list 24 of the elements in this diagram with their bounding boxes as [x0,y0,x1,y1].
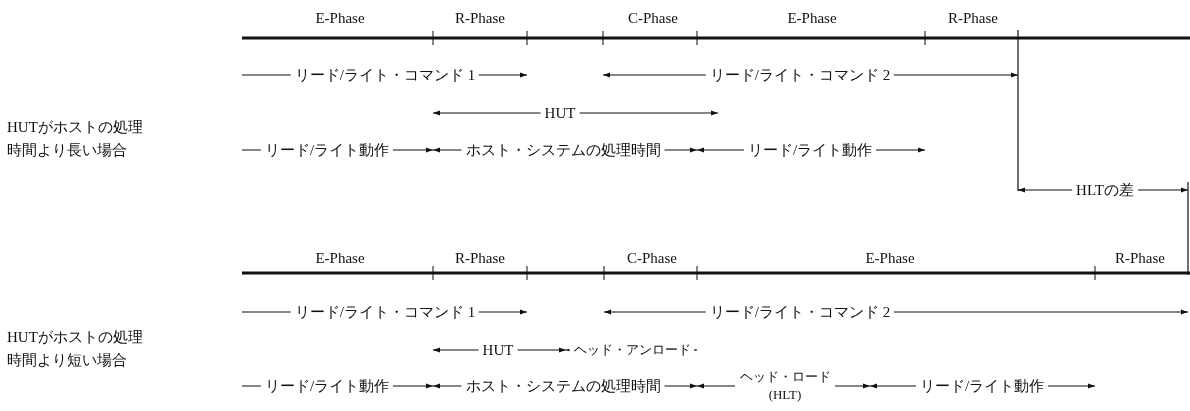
span-label: リード/ライト動作 [260,377,394,395]
phase-label: R-Phase [455,249,505,267]
phase-label: R-Phase [455,9,505,27]
span-label: ホスト・システムの処理時間 [461,377,665,395]
span-label: リード/ライト・コマンド 2 [705,303,895,321]
span-label: ヘッド・ロード (HLT) [735,368,835,404]
phase-label: E-Phase [315,9,365,27]
span-label: リード/ライト動作 [743,141,877,159]
phase-label: R-Phase [948,9,998,27]
phase-label: C-Phase [628,9,678,27]
span-label: リード/ライト動作 [915,377,1049,395]
case-label: HUTがホストの処理時間より長い場合 [7,118,144,161]
case-label: HUTがホストの処理時間より短い場合 [7,328,144,371]
span-label: HLTの差 [1072,181,1138,199]
span-label: リード/ライト・コマンド 2 [705,66,895,84]
span-label: リード/ライト・コマンド 1 [290,66,480,84]
phase-label: E-Phase [787,9,837,27]
phase-label: R-Phase [1115,249,1165,267]
span-label: リード/ライト動作 [260,141,394,159]
phase-label: E-Phase [315,249,365,267]
phase-label: E-Phase [865,249,915,267]
phase-label: C-Phase [627,249,677,267]
span-label: ホスト・システムの処理時間 [461,141,665,159]
span-label: リード/ライト・コマンド 1 [290,303,480,321]
